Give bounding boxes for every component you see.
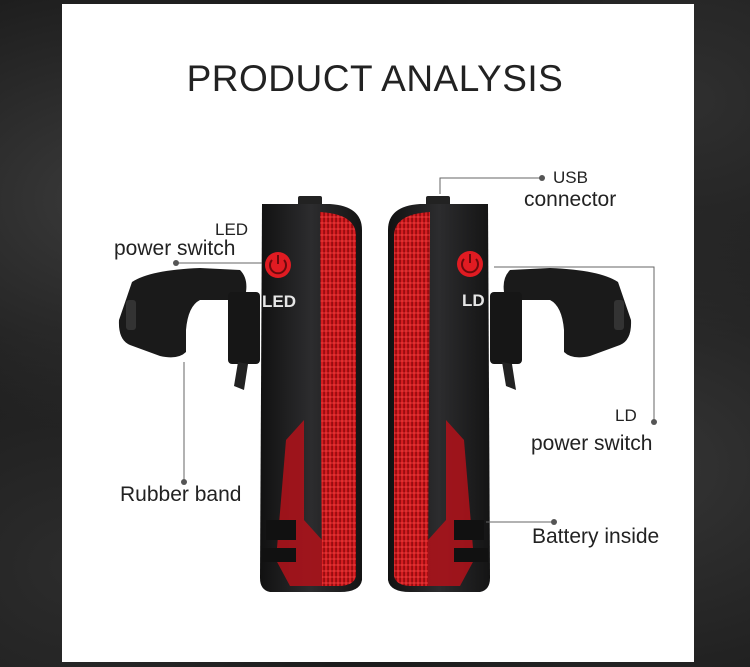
led-switch-label-line2: power switch [114,237,236,260]
ld-switch-label-line1: LD [615,406,637,425]
ld-switch-callout-line [494,266,655,422]
usb-label-line2: connector [524,188,617,211]
led-switch-label-line1: LED [215,220,249,239]
callout-lines [176,177,655,523]
page-title: PRODUCT ANALYSIS [186,58,564,99]
right-rubber-band-mount [490,268,632,390]
rubber-band-label: Rubber band [120,483,242,506]
right-power-button [457,251,483,277]
left-tail-light [260,196,362,592]
usb-callout-line [439,177,542,194]
usb-label-line1: USB [553,168,588,187]
right-tail-light [388,196,490,592]
right-device-mark: LD [462,291,485,310]
left-device-mark: LED [262,292,296,311]
left-rubber-band-mount [118,268,260,390]
left-power-button [265,252,291,278]
callout-dots [173,175,657,525]
ld-switch-label-line2: power switch [531,432,653,455]
battery-label: Battery inside [532,525,660,548]
